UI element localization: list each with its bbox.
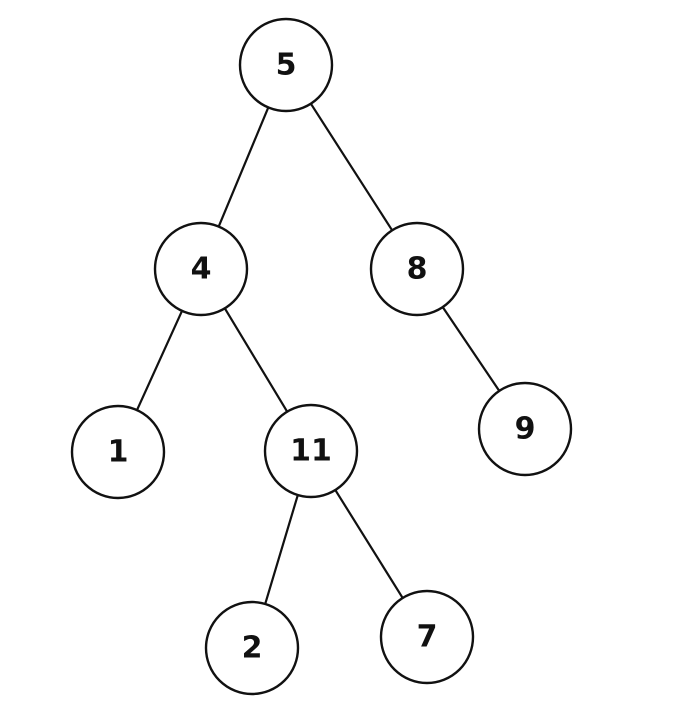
node-label: 9	[515, 412, 536, 447]
node-label: 11	[290, 434, 332, 469]
tree-node-8: 8	[369, 221, 465, 317]
node-label: 4	[191, 252, 212, 287]
tree-edge-4-11	[223, 307, 289, 413]
tree-edge-5-8	[309, 102, 394, 232]
node-circle	[369, 221, 465, 317]
tree-edge-11-7	[334, 488, 404, 600]
node-label: 8	[407, 252, 428, 287]
node-circle	[204, 600, 300, 696]
tree-edge-4-1	[135, 309, 184, 412]
tree-node-11: 11	[263, 403, 359, 499]
tree-edge-11-2	[264, 493, 299, 606]
node-circle	[238, 17, 334, 113]
node-circle	[263, 403, 359, 499]
node-circle	[70, 404, 166, 500]
tree-edge-5-4	[217, 106, 270, 228]
tree-node-1: 1	[70, 404, 166, 500]
node-circle	[153, 221, 249, 317]
tree-node-7: 7	[379, 589, 475, 685]
node-label: 5	[276, 48, 297, 83]
tree-edges	[135, 102, 501, 606]
node-label: 7	[417, 620, 438, 655]
tree-node-5: 5	[238, 17, 334, 113]
node-label: 2	[242, 631, 263, 666]
tree-node-9: 9	[477, 381, 573, 477]
tree-edge-8-9	[441, 306, 501, 392]
tree-node-2: 2	[204, 600, 300, 696]
node-label: 1	[108, 435, 129, 470]
node-circle	[379, 589, 475, 685]
node-circle	[477, 381, 573, 477]
tree-node-4: 4	[153, 221, 249, 317]
